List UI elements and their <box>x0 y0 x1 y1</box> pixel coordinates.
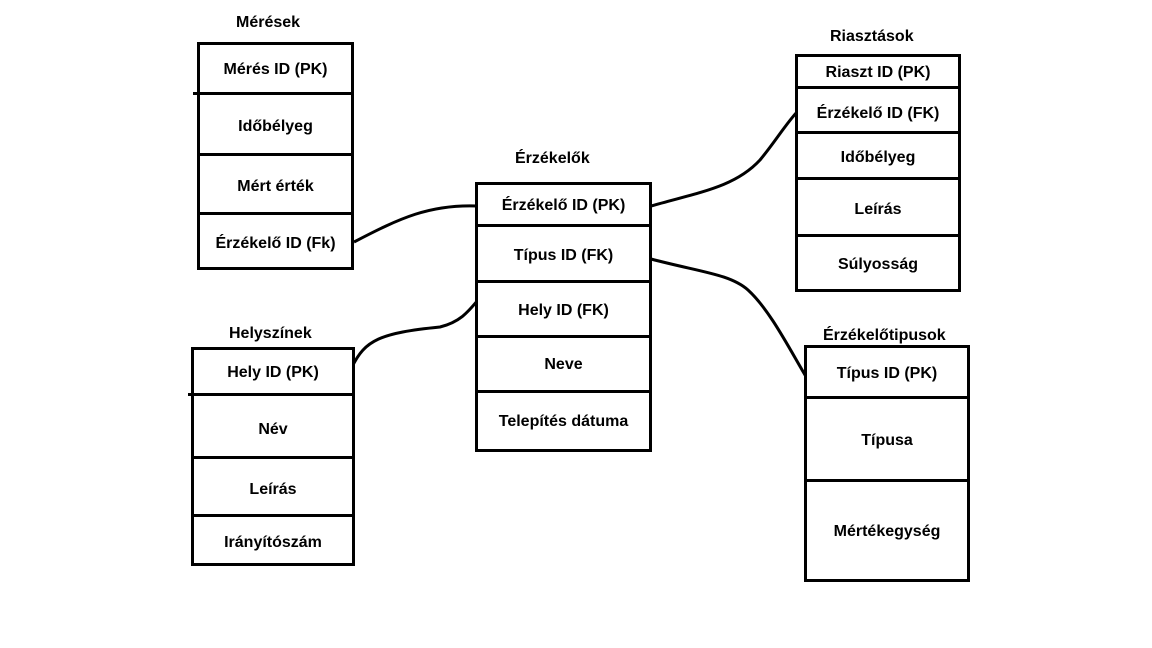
field-idobelyeg: Időbélyeg <box>238 118 313 135</box>
link-erzekelok-riasztasok <box>650 110 799 208</box>
field-tipus-id-fk: Típus ID (FK) <box>513 246 614 264</box>
row-divider <box>191 456 355 459</box>
row-divider <box>475 390 652 393</box>
field-sulyossag: Súlyosság <box>837 255 919 273</box>
row-divider <box>804 479 970 482</box>
field-leiras: Leírás <box>854 200 902 218</box>
field-telepites-datuma: Telepítés dátuma <box>498 413 629 430</box>
link-meresek-erzekelok <box>353 204 479 244</box>
row-divider <box>795 131 961 134</box>
entity-table-erzekelok: Érzékelő ID (PK) Típus ID (FK) Hely ID (… <box>475 182 652 452</box>
field-tipusa: Típusa <box>861 432 913 449</box>
field-neve: Neve <box>544 356 583 373</box>
row-divider <box>191 514 355 517</box>
entity-title-meresek: Mérések <box>236 14 301 31</box>
field-mertekegyseg: Mértékegység <box>833 522 941 540</box>
row-divider <box>475 280 652 283</box>
row-divider <box>188 393 355 396</box>
entity-title-riasztasok: Riasztások <box>830 28 914 45</box>
row-divider <box>795 234 961 237</box>
row-divider <box>197 212 354 215</box>
field-hely-id-pk: Hely ID (PK) <box>227 364 319 381</box>
field-erzekelo-id-pk: Érzékelő ID (PK) <box>501 197 626 214</box>
row-divider <box>795 86 961 89</box>
entity-title-helyszinek: Helyszínek <box>229 325 312 342</box>
field-riaszt-id-pk: Riaszt ID (PK) <box>825 64 931 81</box>
field-erzekelo-id-fk: Érzékelő ID (Fk) <box>215 235 336 252</box>
field-idobelyeg: Időbélyeg <box>840 149 916 166</box>
field-iranyitoszam: Irányítószám <box>224 533 322 551</box>
row-divider <box>475 335 652 338</box>
entity-table-erzekelotipusok: Típus ID (PK) Típusa Mértékegység <box>804 345 970 582</box>
field-meres-id: Mérés ID (PK) <box>223 61 328 78</box>
field-tipus-id-pk: Típus ID (PK) <box>836 364 938 382</box>
entity-table-riasztasok: Riaszt ID (PK) Érzékelő ID (FK) Időbélye… <box>795 54 961 292</box>
row-divider <box>795 177 961 180</box>
field-hely-id-fk: Hely ID (FK) <box>518 302 609 319</box>
link-helyszinek-erzekelok <box>350 299 480 368</box>
row-divider <box>475 224 652 227</box>
entity-table-meresek: Mérés ID (PK) Időbélyeg Mért érték Érzék… <box>197 42 354 270</box>
entity-title-erzekelok: Érzékelők <box>515 150 590 167</box>
field-nev: Név <box>258 421 288 438</box>
row-divider <box>804 396 970 399</box>
row-divider <box>197 153 354 156</box>
field-mert-ertek: Mért érték <box>237 178 314 195</box>
field-erzekelo-id-fk: Érzékelő ID (FK) <box>816 104 940 122</box>
link-erzekelok-erzekelotipusok <box>650 257 810 381</box>
row-divider <box>193 92 354 95</box>
field-leiras: Leírás <box>249 481 297 498</box>
entity-title-erzekelotipusok: Érzékelőtipusok <box>823 327 946 344</box>
